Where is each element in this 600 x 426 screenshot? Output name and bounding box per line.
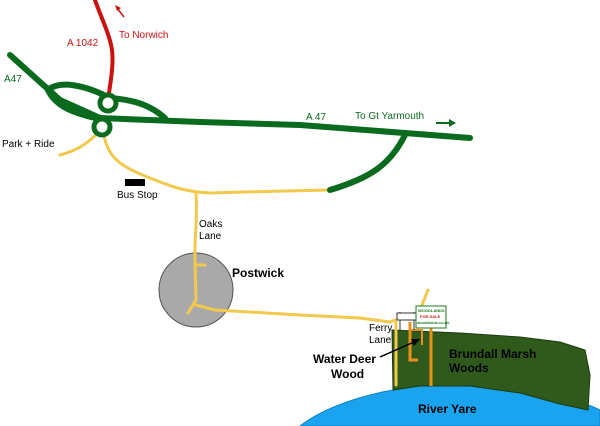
sign-line2: FOR SALE: [420, 314, 441, 319]
a47-main-road: [7, 52, 473, 141]
a1042-label: A 1042: [67, 38, 99, 49]
bus-stop-marker: [125, 179, 145, 186]
arrow-up-right-icon: [115, 5, 125, 18]
ferry-lane-label-2: Lane: [369, 335, 392, 346]
oaks-lane: [193, 192, 199, 264]
roundabout-south: [91, 116, 113, 138]
a47-slip-loop: [45, 87, 98, 121]
for-sale-sign-icon: WOODLANDS FOR SALE woodlands.co.uk: [396, 305, 450, 330]
brundall-label-1: Brundall Marsh: [449, 347, 536, 361]
ferry-lane-label-1: Ferry: [369, 323, 392, 334]
to-gt-yarmouth-label: To Gt Yarmouth: [355, 111, 424, 122]
brundall-label-2: Woods: [449, 361, 489, 375]
postwick-inner-roads: [186, 260, 217, 315]
roundabout-north: [97, 92, 119, 114]
ferry-lane: [213, 308, 402, 324]
brundall-marsh-woods: [391, 329, 591, 411]
water-deer-label-2: Wood: [331, 367, 364, 381]
oaks-lane-label-1: Oaks: [199, 219, 222, 230]
sign-line3: woodlands.co.uk: [416, 320, 450, 325]
a47-east-branch: [327, 132, 408, 193]
to-norwich-label: To Norwich: [119, 30, 168, 41]
water-deer-wood-track: [408, 322, 433, 386]
a47-right-label: A 47: [306, 112, 326, 123]
water-deer-label-1: Water Deer: [313, 352, 376, 366]
water-deer-pointer: [379, 339, 420, 358]
postwick-label: Postwick: [232, 266, 284, 280]
a1042-road: [93, 0, 115, 102]
park-ride-label: Park + Ride: [2, 139, 55, 150]
river-yare-label: River Yare: [418, 402, 477, 416]
arrow-right-icon: [436, 119, 456, 127]
main-minor-road: [102, 133, 332, 195]
oaks-lane-label-2: Lane: [199, 231, 222, 242]
bus-stop-label: Bus Stop: [117, 190, 158, 201]
sign-line1: WOODLANDS: [418, 308, 445, 313]
a47-left-label: A47: [4, 74, 22, 85]
